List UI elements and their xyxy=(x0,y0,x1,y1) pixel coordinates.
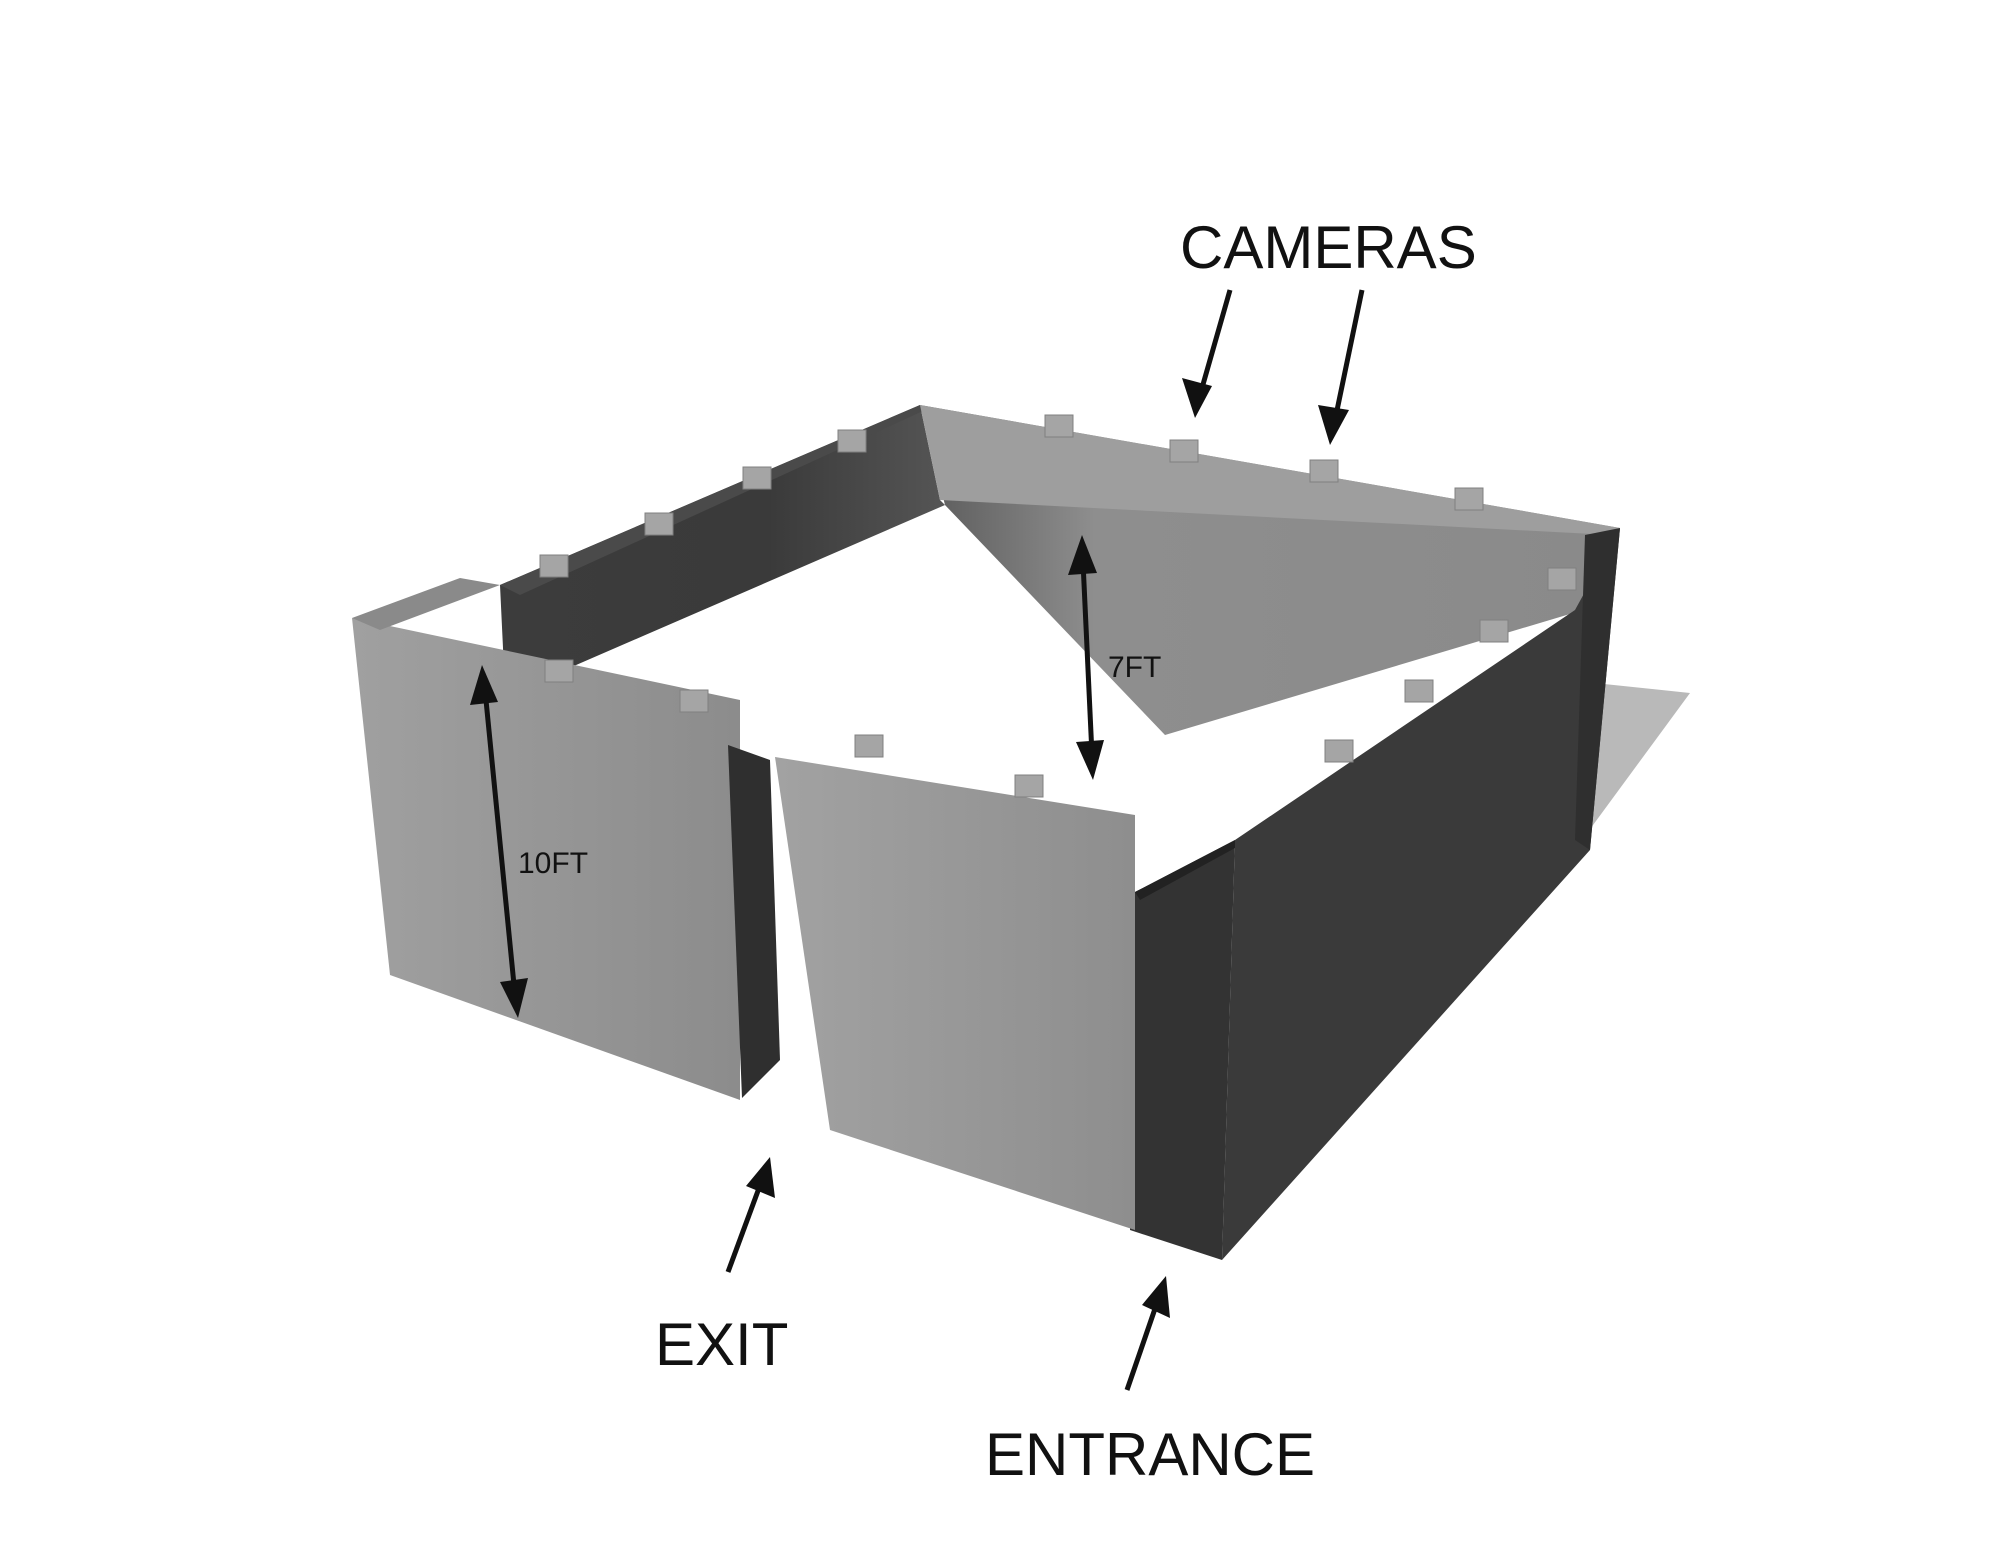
front-left-return xyxy=(352,578,500,630)
back-left-wall-top xyxy=(500,405,925,595)
camera-mounts xyxy=(539,414,1577,798)
camera-icon xyxy=(1547,567,1577,591)
camera-icon xyxy=(837,429,867,453)
camera-icon xyxy=(644,512,674,536)
camera-icon xyxy=(544,659,574,683)
camera-icon xyxy=(854,734,884,758)
camera-icon xyxy=(1454,487,1484,511)
camera-icon xyxy=(1044,414,1074,438)
height-7ft-label: 7FT xyxy=(1108,651,1161,684)
camera-icon xyxy=(1169,439,1199,463)
back-wall-top xyxy=(920,405,1620,535)
dimension-7ft xyxy=(1068,535,1104,780)
camera-icon xyxy=(679,689,709,713)
entrance-inner-panel xyxy=(1130,840,1235,1260)
front-left-wall xyxy=(352,618,740,1100)
height-10ft-label: 10FT xyxy=(518,847,588,880)
camera-icon xyxy=(1309,459,1339,483)
right-wall-edge xyxy=(1575,528,1620,850)
camera-icon xyxy=(1014,774,1044,798)
back-left-wall xyxy=(500,405,945,690)
front-middle-wall xyxy=(775,757,1135,1230)
camera-icon xyxy=(1324,739,1354,763)
exit-arrow xyxy=(725,1157,775,1273)
camera-icon xyxy=(539,554,569,578)
front-middle-edge xyxy=(1135,840,1235,900)
camera-icon xyxy=(1404,679,1434,703)
front-left-inner xyxy=(728,745,780,1098)
dimension-10ft xyxy=(470,665,528,1018)
entrance-label: ENTRANCE xyxy=(985,1421,1315,1488)
camera-icon xyxy=(742,466,772,490)
exit-label: EXIT xyxy=(655,1311,788,1378)
cameras-label: CAMERAS xyxy=(1180,214,1477,281)
camera-arrows xyxy=(1182,289,1365,445)
right-wall xyxy=(1222,528,1620,1260)
camera-icon xyxy=(1479,619,1509,643)
entrance-arrow xyxy=(1124,1276,1170,1391)
